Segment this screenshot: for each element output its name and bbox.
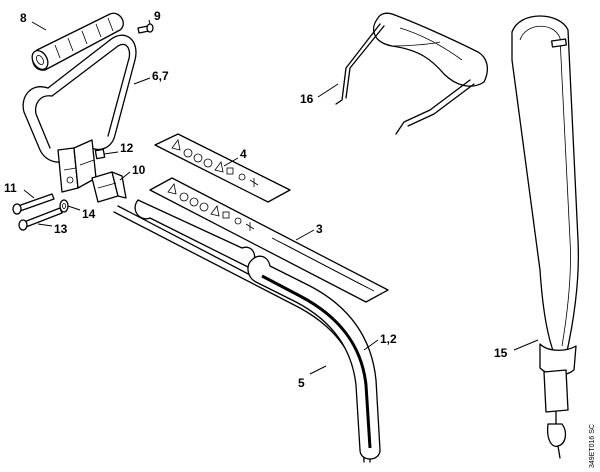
callout-13: 13 (54, 222, 68, 236)
drawing-code: 349ET016 SC (589, 424, 596, 468)
callout-6-7: 6,7 (152, 69, 169, 83)
drive-shaft-part-5 (113, 205, 371, 463)
safety-glasses-part (335, 12, 489, 135)
warning-decal-part-4 (154, 133, 291, 203)
decal-part-3 (149, 177, 389, 303)
callout-11: 11 (4, 181, 17, 195)
clamp-part-10 (91, 171, 127, 203)
screw-part-9 (137, 23, 154, 34)
grip-sleeve-part (31, 12, 124, 71)
callout-14: 14 (82, 207, 96, 221)
callout-15: 15 (494, 346, 508, 360)
callout-9: 9 (154, 9, 161, 23)
drive-tube-part (134, 199, 381, 460)
callout-4: 4 (240, 147, 247, 161)
callout-10: 10 (132, 163, 146, 177)
harness-part (511, 15, 580, 459)
callout-5: 5 (298, 376, 305, 390)
callout-16: 16 (300, 92, 314, 106)
screw-part-13 (18, 207, 63, 231)
clip-part-12 (94, 148, 106, 160)
callout-1-2: 1,2 (380, 332, 397, 346)
callout-12: 12 (120, 141, 134, 155)
leader-lines (23, 19, 539, 375)
callout-3: 3 (316, 222, 323, 236)
callout-8: 8 (20, 11, 27, 25)
bolt-part-11 (12, 193, 55, 215)
